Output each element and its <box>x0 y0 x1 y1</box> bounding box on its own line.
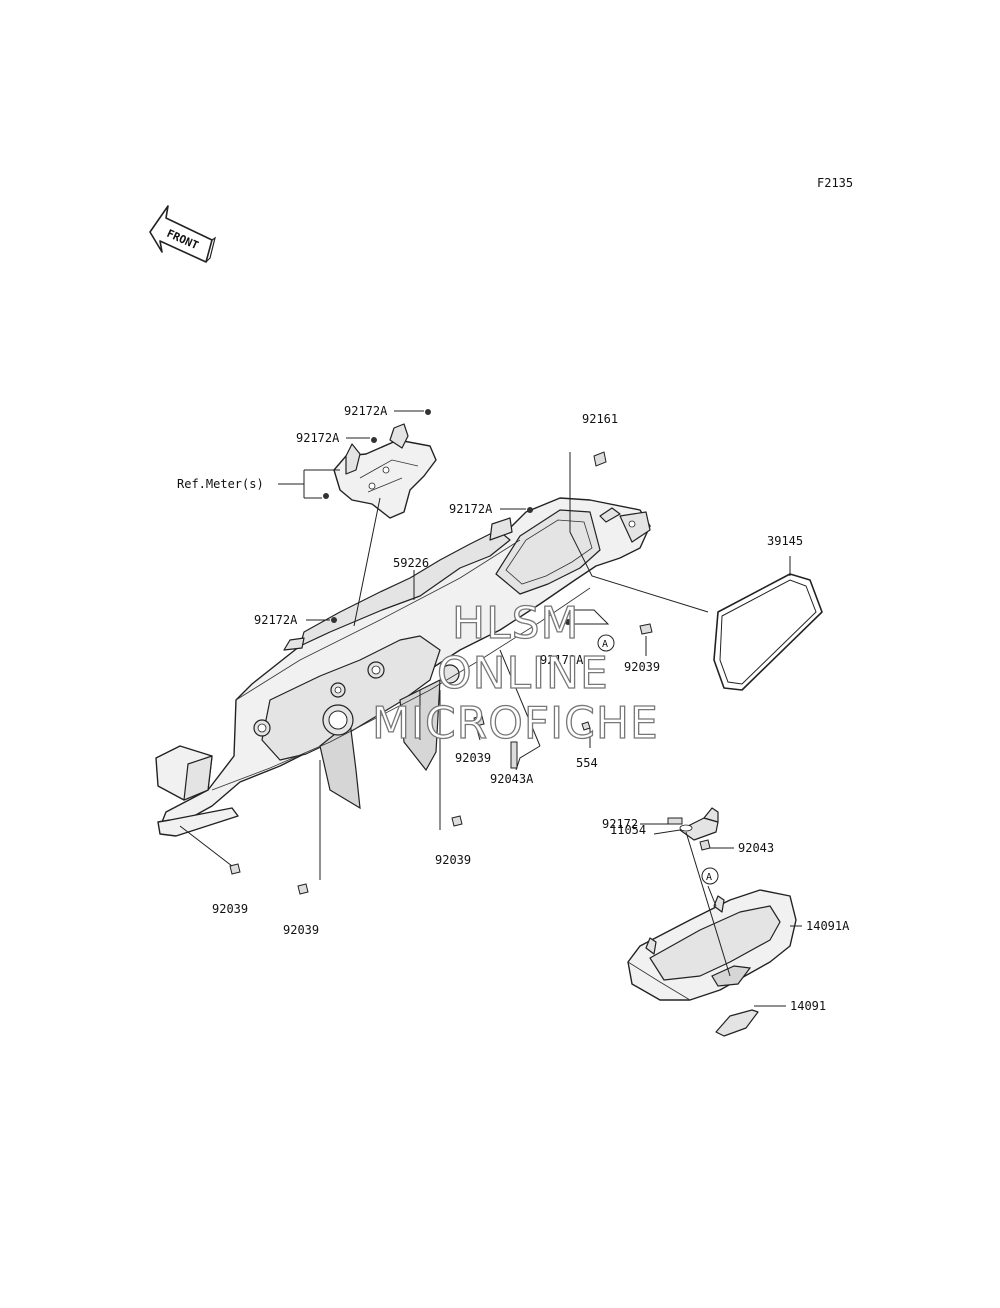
label-92172A: 92172A <box>296 431 340 445</box>
svg-text:MICROFICHE: MICROFICHE <box>372 698 659 749</box>
hinge-bracket-11054 <box>679 807 719 841</box>
label-554: 554 <box>576 756 598 770</box>
callout-a-upper: A <box>597 634 615 652</box>
callout-a-lower: A <box>701 867 719 885</box>
label-92172A: 92172A <box>344 404 388 418</box>
label-92172A: 92172A <box>254 613 298 627</box>
label-92043A: 92043A <box>490 772 534 786</box>
svg-text:HLSM: HLSM <box>452 598 580 649</box>
meter-bracket <box>333 423 437 519</box>
label-ref-meters: Ref.Meter(s) <box>177 477 264 491</box>
label-11054: 11054 <box>610 823 646 837</box>
label-39145: 39145 <box>767 534 803 548</box>
label-92161: 92161 <box>582 412 618 426</box>
watermark: HLSM ONLINE MICROFICHE <box>371 597 659 749</box>
label-92039: 92039 <box>212 902 248 916</box>
lens-39145 <box>713 573 823 691</box>
svg-text:ONLINE: ONLINE <box>437 648 609 699</box>
label-92172: 92172 <box>602 817 638 831</box>
label-92172A: 92172A <box>449 502 493 516</box>
label-92043: 92043 <box>738 841 774 855</box>
label-92039: 92039 <box>455 751 491 765</box>
svg-text:A: A <box>602 639 608 650</box>
label-92039: 92039 <box>435 853 471 867</box>
leader-lines <box>179 410 802 1007</box>
svg-text:A: A <box>706 872 712 883</box>
label-14091A: 14091A <box>806 919 850 933</box>
label-59226: 59226 <box>393 556 429 570</box>
latch-cover-14091 <box>715 1009 759 1037</box>
label-92172A: 92172A <box>540 653 584 667</box>
label-92039: 92039 <box>283 923 319 937</box>
front-arrow-icon: FRONT <box>149 205 216 263</box>
label-14091: 14091 <box>790 999 826 1013</box>
figure-code: F2135 <box>817 176 853 190</box>
label-92039: 92039 <box>624 660 660 674</box>
glove-box-14091A <box>627 889 797 1001</box>
fasteners <box>229 409 711 895</box>
dash-panel-59226 <box>155 497 651 837</box>
